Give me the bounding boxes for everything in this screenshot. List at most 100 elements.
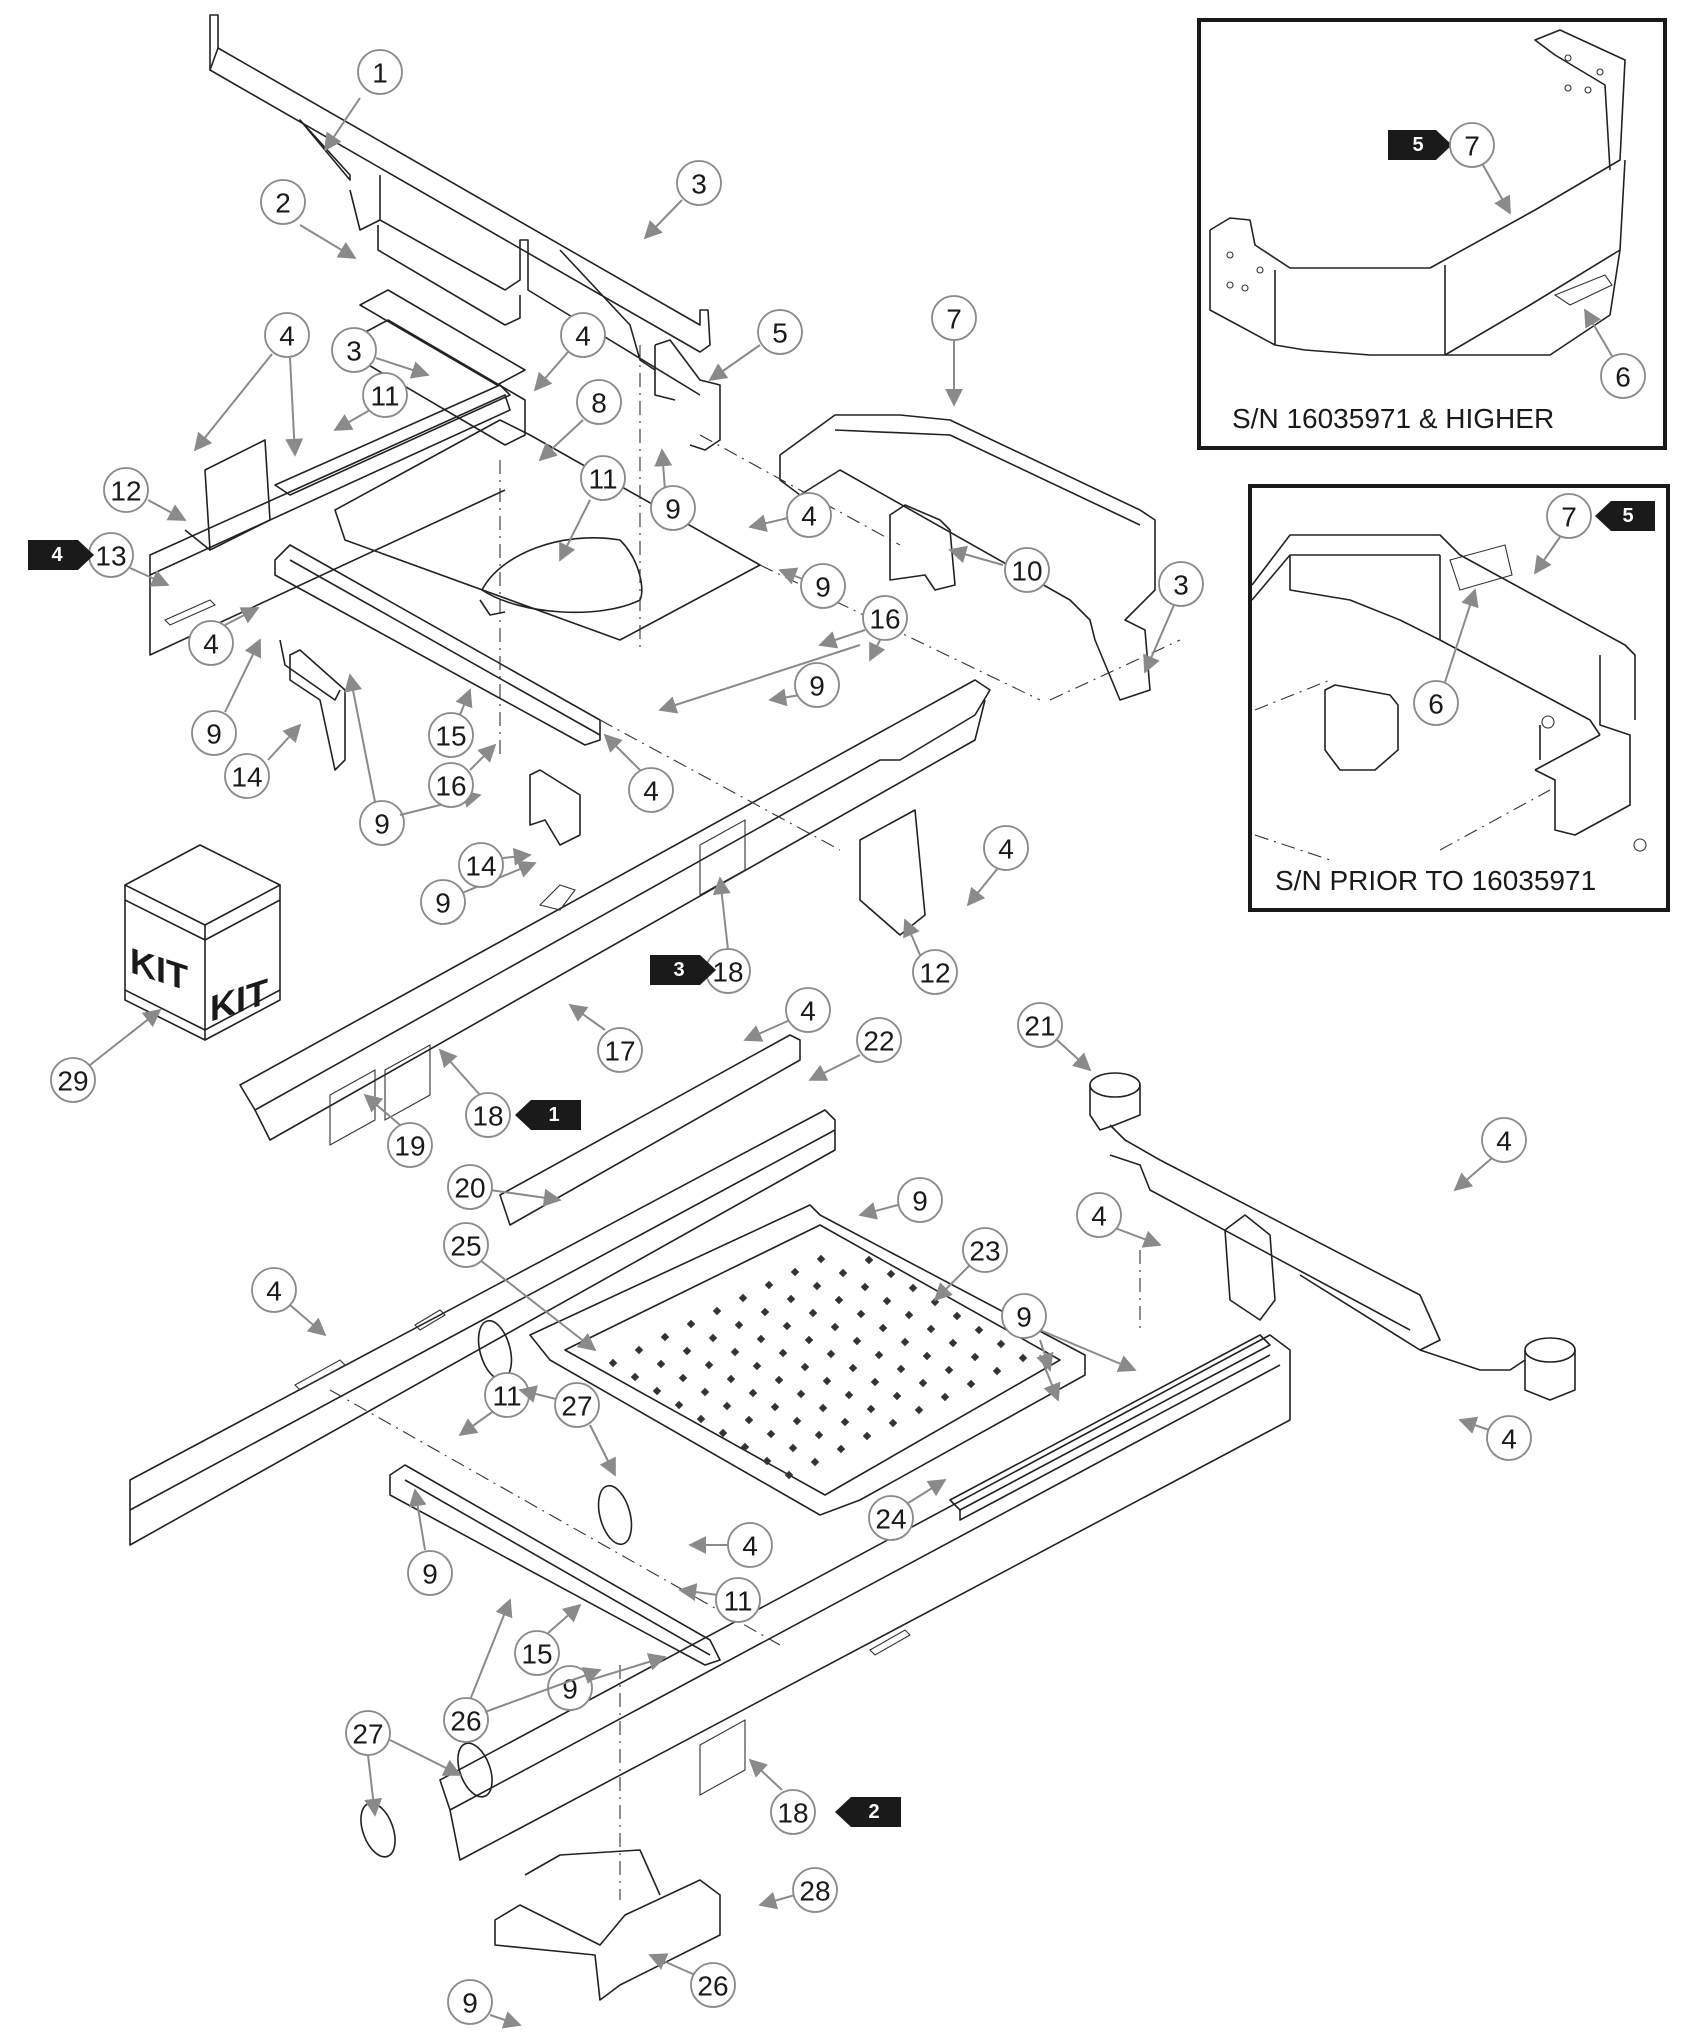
- callout-9: 9: [191, 710, 237, 756]
- callout-number: 16: [435, 771, 466, 802]
- perforation: [886, 1269, 896, 1279]
- perforation: [712, 1306, 722, 1316]
- kit-label-left: KIT: [130, 940, 188, 999]
- leader-line: [948, 545, 1004, 566]
- perforation: [826, 1349, 836, 1359]
- callout-4: 4: [560, 312, 606, 358]
- callout-number: 25: [450, 1231, 481, 1262]
- note-tag-number: 4: [51, 544, 63, 566]
- callout-number: 4: [203, 629, 219, 660]
- leader-line: [933, 1264, 971, 1302]
- callout-number: 29: [57, 1066, 88, 1097]
- inset-serial-higher: 5 7 6 S/N 16035971 & HIGHER: [1197, 18, 1667, 450]
- callout-number: 4: [575, 321, 591, 352]
- leader-line: [1036, 1339, 1054, 1372]
- callout-11: 11: [484, 1372, 530, 1418]
- callout: 7: [1449, 122, 1495, 168]
- leader-line: [748, 514, 789, 533]
- part-bracket-5: [654, 339, 721, 451]
- callout-number: 9: [374, 809, 390, 840]
- callout-5: 5: [757, 309, 803, 355]
- callout-13: 13: [88, 532, 134, 578]
- callout-number: 9: [462, 1988, 478, 2019]
- callout-24: 24: [868, 1495, 914, 1541]
- leader-line: [455, 688, 473, 716]
- note-tag-number: 5: [1412, 134, 1423, 156]
- perforation: [874, 1350, 884, 1360]
- perforation: [866, 1404, 876, 1414]
- perforation: [656, 1359, 666, 1369]
- leader-line: [808, 1054, 861, 1081]
- leader-line: [966, 867, 999, 907]
- callout-number: 7: [1464, 131, 1480, 162]
- callout-11: 11: [715, 1577, 761, 1623]
- perforation: [774, 1375, 784, 1385]
- perforation: [804, 1335, 814, 1345]
- perforation: [678, 1373, 688, 1383]
- callout-11: 11: [580, 455, 626, 501]
- callout-number: 12: [110, 476, 141, 507]
- perforation: [810, 1457, 820, 1467]
- note-tag-4: 4: [28, 540, 94, 570]
- leader-line: [1056, 1039, 1092, 1072]
- note-tag-number: 3: [673, 959, 684, 981]
- leader-line: [285, 357, 304, 457]
- callout-number: 9: [1016, 1302, 1032, 1333]
- callout-number: 4: [1091, 1201, 1107, 1232]
- perforation: [908, 1283, 918, 1293]
- note-tag: 5: [1595, 501, 1655, 531]
- callout-28: 28: [792, 1867, 838, 1913]
- callout-number: 14: [231, 762, 262, 793]
- perforation: [744, 1415, 754, 1425]
- leader-line: [708, 344, 761, 382]
- callout-number: 4: [279, 321, 295, 352]
- callout-number: 9: [665, 494, 681, 525]
- callout-4: 4: [1076, 1192, 1122, 1238]
- part-side-rail-left: [149, 394, 511, 656]
- callout-9: 9: [1001, 1293, 1047, 1339]
- perforation: [788, 1443, 798, 1453]
- perforation: [892, 1391, 902, 1401]
- callout-number: 9: [815, 572, 831, 603]
- callout-number: 2: [275, 188, 291, 219]
- callout-9: 9: [897, 1177, 943, 1223]
- callout-number: 9: [809, 671, 825, 702]
- leader-line: [559, 499, 591, 562]
- leader-line: [193, 353, 273, 452]
- callout-number: 11: [723, 1586, 752, 1617]
- leader-line: [1039, 1354, 1061, 1402]
- perforation: [726, 1374, 736, 1384]
- callout-2: 2: [260, 179, 306, 225]
- leader-line: [363, 1093, 401, 1126]
- callout-1: 1: [357, 49, 403, 95]
- perforation: [766, 1429, 776, 1439]
- callout-number: 26: [450, 1706, 481, 1737]
- leader-line: [678, 1583, 719, 1602]
- perforation: [796, 1389, 806, 1399]
- leader-line: [904, 1479, 947, 1506]
- callout-number: 18: [777, 1798, 808, 1829]
- perforation: [944, 1365, 954, 1375]
- callout-7: 7: [931, 295, 977, 341]
- callout-number: 16: [869, 604, 900, 635]
- leader-line: [129, 567, 170, 587]
- callout-4: 4: [264, 312, 310, 358]
- leader-line: [1143, 604, 1175, 674]
- callout-12: 12: [103, 467, 149, 513]
- perforation: [996, 1339, 1006, 1349]
- leader-line: [1453, 1157, 1493, 1192]
- callout-number: 8: [591, 388, 607, 419]
- callout-number: 4: [266, 1276, 282, 1307]
- perforation: [882, 1296, 892, 1306]
- leader-line: [333, 409, 371, 431]
- callout-4: 4: [188, 620, 234, 666]
- perforation: [974, 1325, 984, 1335]
- leader-line: [484, 1667, 602, 1713]
- callout-number: 11: [588, 464, 617, 495]
- leader-line: [375, 357, 430, 379]
- perforation: [634, 1345, 644, 1355]
- callout-number: 28: [799, 1876, 830, 1907]
- leader-line: [603, 733, 641, 771]
